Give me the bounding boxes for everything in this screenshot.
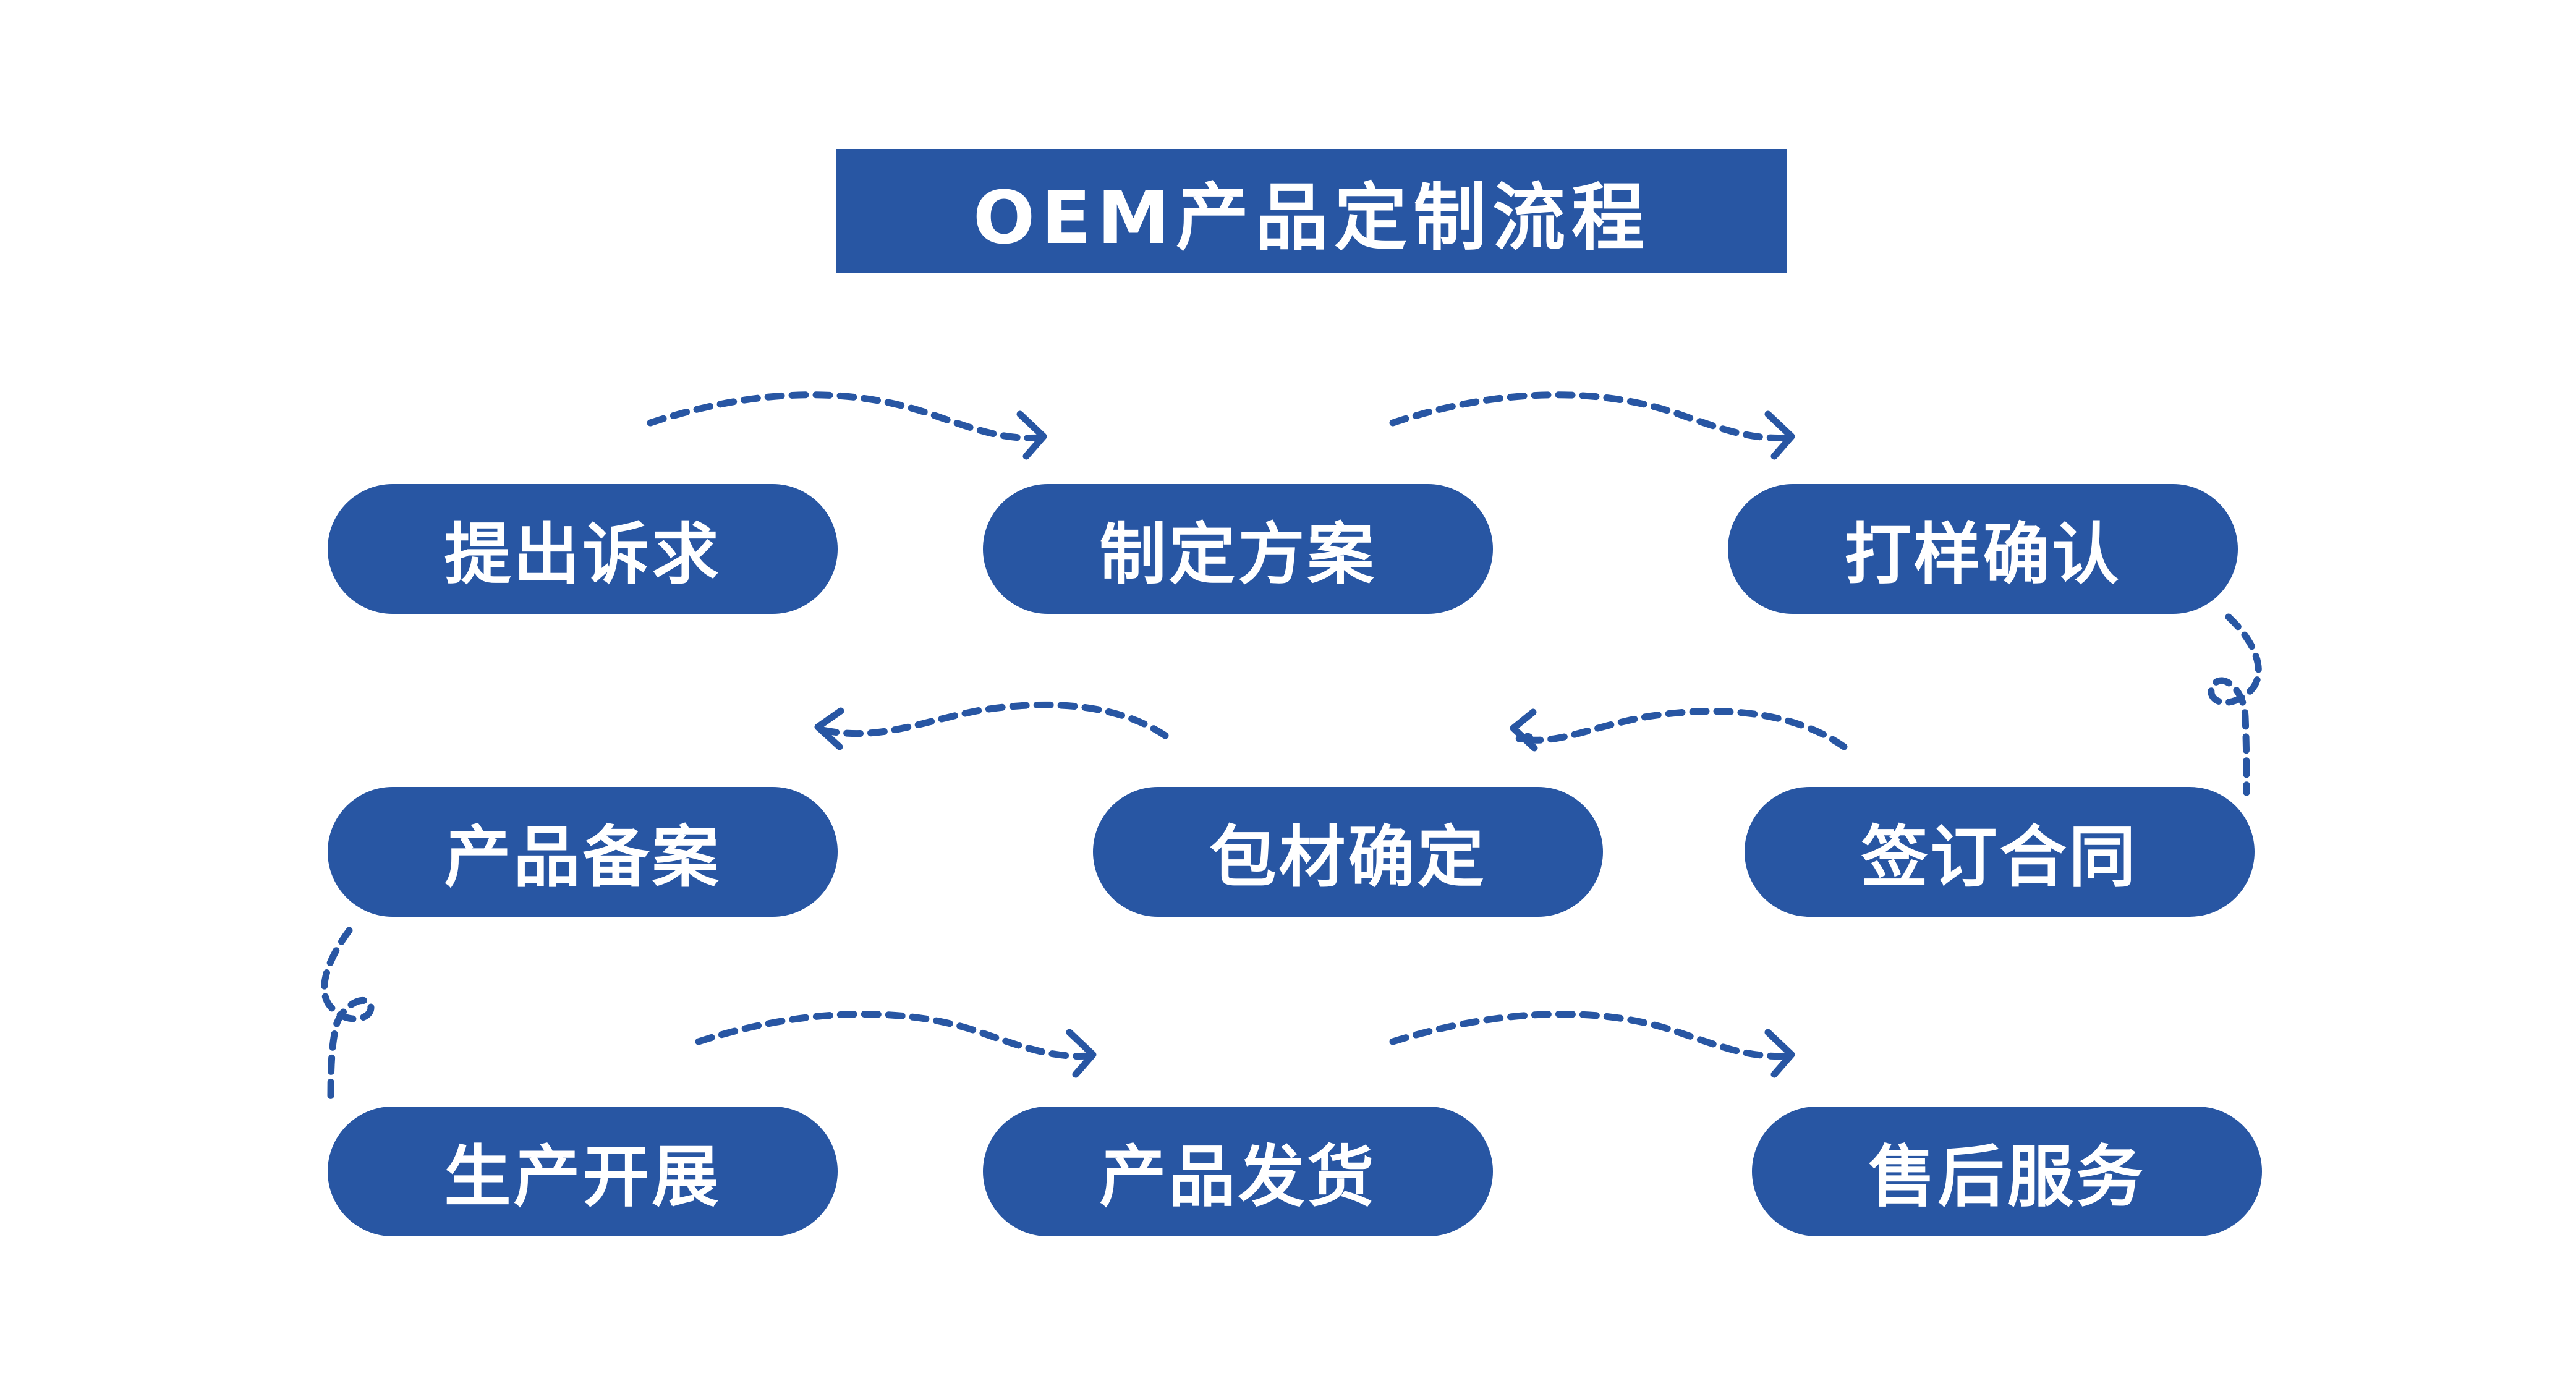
step-submit-request: 提出诉求 (328, 484, 838, 614)
step-label: 提出诉求 (444, 516, 721, 593)
step-product-shipping: 产品发货 (983, 1107, 1493, 1236)
step-label: 制定方案 (1099, 516, 1377, 593)
page-title: OEM产品定制流程 (972, 174, 1651, 260)
step-after-sales: 售后服务 (1752, 1107, 2262, 1236)
step-sign-contract: 签订合同 (1745, 787, 2255, 917)
arrow-step5-to-step6 (814, 701, 1169, 750)
arrow-step6-to-step7 (321, 927, 375, 1104)
step-make-plan: 制定方案 (983, 484, 1493, 614)
step-label: 打样确认 (1844, 516, 2122, 593)
arrow-step3-to-step4 (2208, 613, 2262, 796)
arrow-step2-to-step3 (1389, 391, 1795, 460)
step-label: 产品发货 (1099, 1139, 1377, 1216)
step-label: 生产开展 (444, 1139, 721, 1216)
step-label: 产品备案 (444, 819, 721, 896)
arrow-step4-to-step5 (1510, 708, 1848, 752)
step-start-production: 生产开展 (328, 1107, 838, 1236)
step-packaging-confirm: 包材确定 (1093, 787, 1603, 917)
step-label: 签订合同 (1861, 819, 2138, 896)
step-label: 售后服务 (1868, 1139, 2146, 1216)
title-banner: OEM产品定制流程 (836, 149, 1787, 273)
arrow-step1-to-step2 (647, 391, 1047, 460)
step-product-filing: 产品备案 (328, 787, 838, 917)
arrow-step8-to-step9 (1389, 1011, 1795, 1078)
arrow-step7-to-step8 (695, 1011, 1097, 1078)
step-label: 包材确定 (1209, 819, 1487, 896)
step-sample-confirm: 打样确认 (1728, 484, 2238, 614)
